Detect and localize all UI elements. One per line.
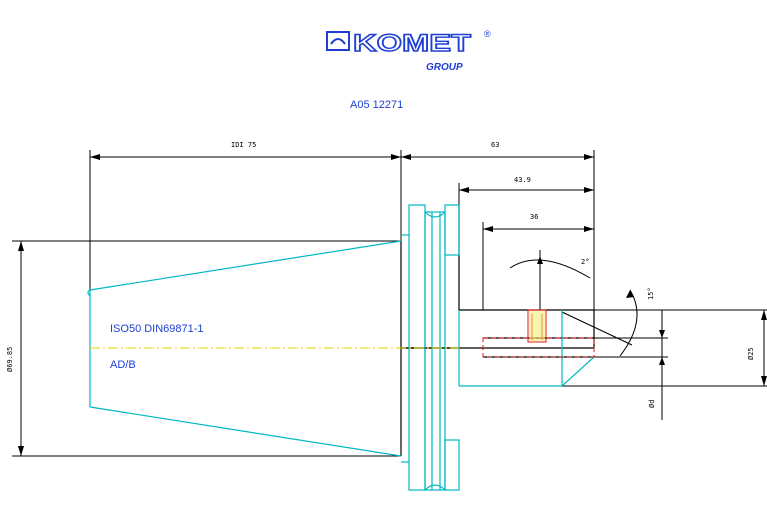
dim-angle-top: 2°	[581, 258, 589, 266]
clamping-screw-fill	[529, 311, 545, 341]
dim-length-43: 43.9	[514, 176, 531, 184]
dim-diameter-d: Ød	[648, 400, 656, 408]
dim-diameter-25: Ø25	[747, 347, 755, 360]
dim-diameter-taper: Ø69.85	[6, 347, 14, 372]
logo-brand-text: KOMET	[353, 30, 471, 57]
part-number: A05 12271	[350, 99, 403, 111]
dim-length-36: 36	[530, 213, 538, 221]
komet-logo: KOMET ® GROUP	[326, 29, 491, 73]
dim-angle-side: 15°	[647, 287, 655, 300]
logo-emblem-icon	[326, 31, 350, 51]
tool-outline	[400, 205, 595, 456]
dimension-arrows	[18, 154, 767, 456]
dim-taper-length: IDI 75	[231, 141, 256, 149]
dimension-lines	[12, 150, 767, 457]
standard-label: ISO50 DIN69871-1	[110, 323, 204, 335]
dim-total-length: 63	[491, 141, 499, 149]
logo-subbrand-text: GROUP	[426, 62, 463, 73]
logo-emblem-arc	[330, 38, 346, 45]
logo-registered-mark: ®	[484, 29, 491, 39]
form-label: AD/B	[110, 359, 136, 371]
